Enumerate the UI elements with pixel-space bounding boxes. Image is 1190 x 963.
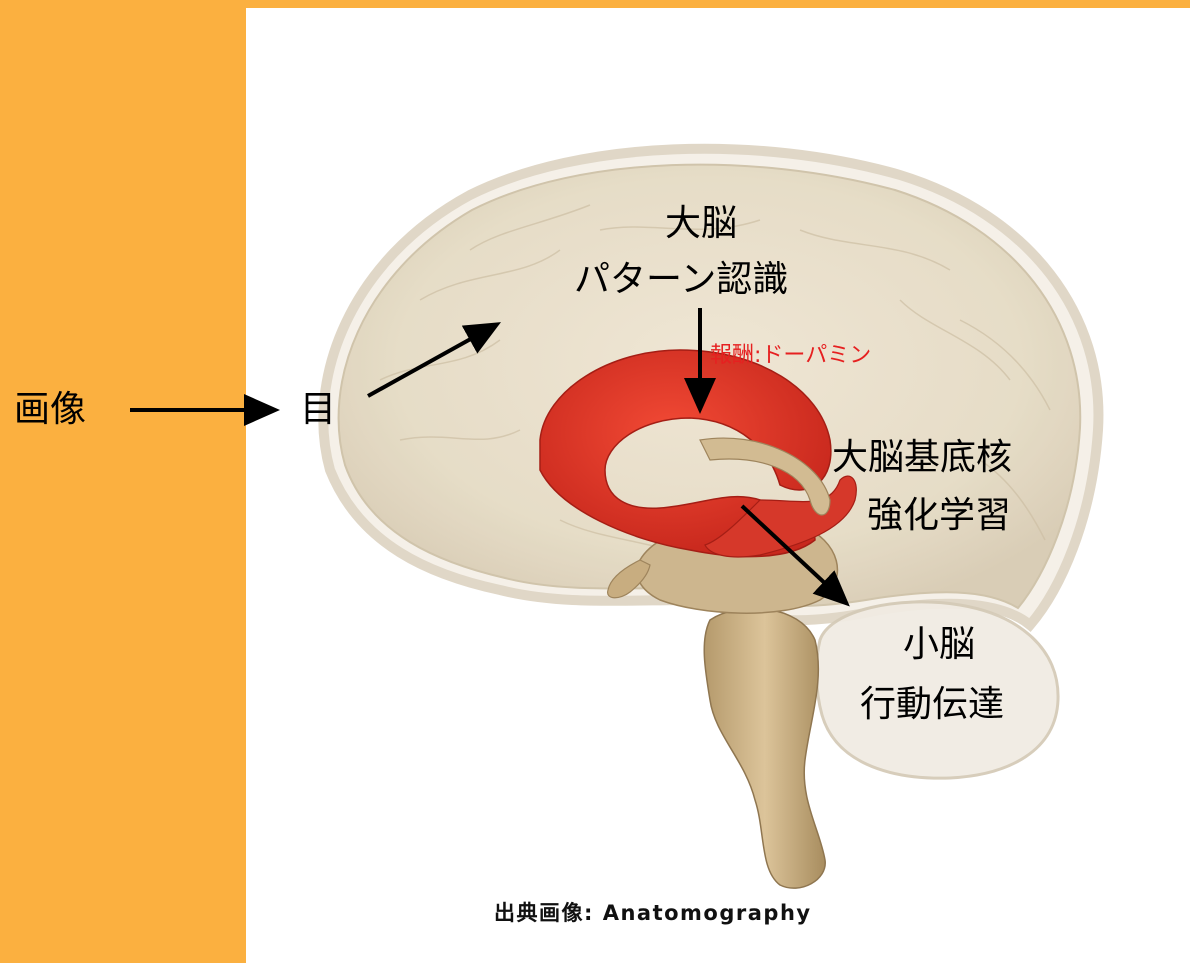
- input-image-label: 画像: [14, 387, 86, 433]
- cerebrum-function-label: パターン認識: [574, 257, 788, 303]
- cerebrum-label: 大脳: [665, 201, 737, 247]
- cerebellum-label: 小脳: [903, 622, 975, 668]
- reward-dopamine-label: 報酬:ドーパミン: [710, 342, 871, 370]
- basal-ganglia-function-label: 強化学習: [867, 493, 1011, 539]
- cerebellum-function-label: 行動伝達: [860, 682, 1004, 728]
- source-credit: 出典画像: Anatomography: [494, 900, 812, 926]
- eye-label: 目: [300, 387, 336, 433]
- basal-ganglia-label: 大脳基底核: [832, 435, 1012, 481]
- brainstem: [704, 608, 825, 888]
